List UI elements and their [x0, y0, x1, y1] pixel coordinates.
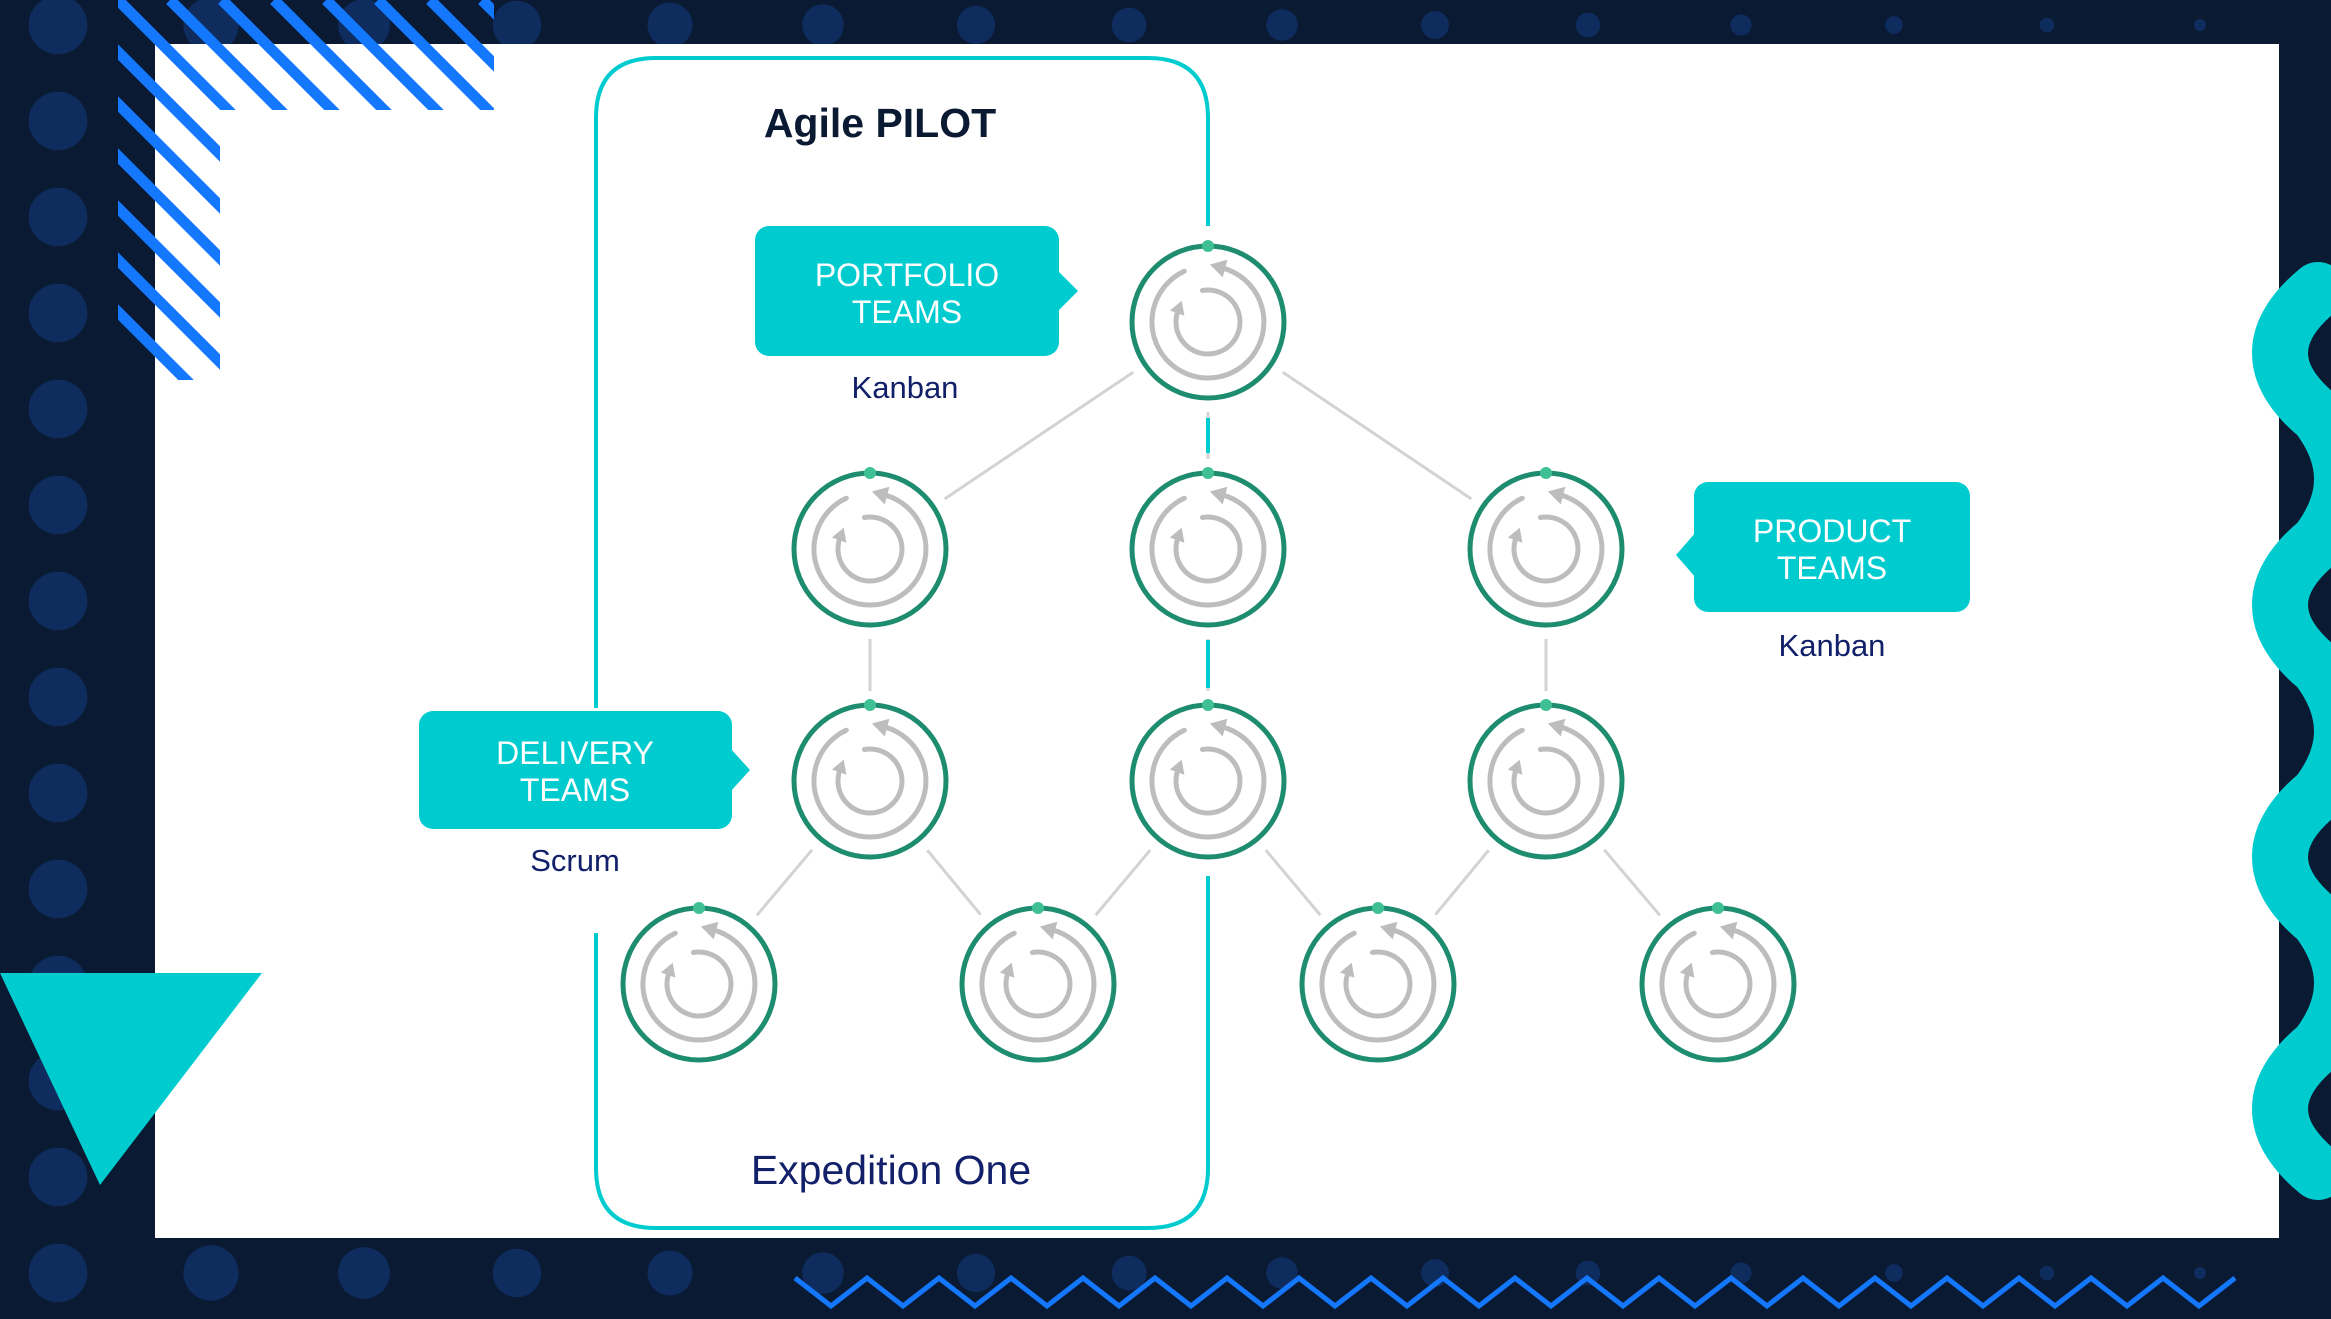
triangle-decoration [0, 973, 262, 1185]
team-node-b3 [1299, 902, 1457, 1063]
agile-cycle-icon [1659, 921, 1777, 1043]
background-dot [338, 1247, 390, 1299]
background-dot [28, 763, 88, 823]
background-dot [28, 475, 88, 535]
expedition-label: Expedition One [751, 1147, 1031, 1193]
content-panel [155, 44, 2279, 1238]
connector-line [926, 849, 982, 916]
callout-product-line2: TEAMS [1777, 550, 1887, 586]
background-dot [647, 1250, 693, 1296]
background-dot [28, 379, 88, 439]
agile-cycle-icon [1487, 718, 1605, 840]
connector-lines [755, 370, 1661, 917]
callout-portfolio-line1: PORTFOLIO [815, 257, 999, 293]
callout-portfolio-teams: PORTFOLIO TEAMS Kanban [755, 226, 1078, 405]
connector-line [1434, 849, 1490, 916]
background-dot [28, 0, 88, 55]
background-dot [956, 5, 996, 45]
background-dot [28, 571, 88, 631]
team-nodes [620, 240, 1797, 1063]
agile-cycle-icon [811, 718, 929, 840]
background-dot [28, 1147, 88, 1207]
background-dot [338, 0, 390, 51]
background-dot [492, 1248, 542, 1298]
team-node-l2 [791, 699, 949, 860]
agile-cycle-icon [1487, 486, 1605, 608]
callout-portfolio-method: Kanban [852, 370, 959, 405]
agile-cycle-icon [979, 921, 1097, 1043]
background-dot [1266, 9, 1298, 41]
agile-cycle-icon [640, 921, 758, 1043]
background-dot [1575, 12, 1601, 38]
connector-line [1264, 849, 1322, 916]
connector-line [943, 370, 1135, 501]
stripe-line [118, 0, 282, 380]
background-dot [647, 2, 693, 48]
team-node-m1 [1129, 467, 1287, 628]
callout-product-line1: PRODUCT [1753, 513, 1911, 549]
team-node-top [1129, 240, 1287, 401]
background-dot [802, 1252, 844, 1294]
background-dot [1111, 7, 1147, 43]
connector-line [1281, 370, 1473, 501]
background-dot [1421, 11, 1449, 39]
callout-delivery-line2: TEAMS [520, 772, 630, 808]
team-node-m2 [1129, 699, 1287, 860]
connector-line [755, 848, 814, 917]
agile-cycle-icon [1149, 718, 1267, 840]
callout-product-teams: PRODUCT TEAMS Kanban [1676, 482, 1970, 663]
stripe-line [374, 0, 494, 380]
wave-decoration [2252, 262, 2331, 1200]
background-dot [1111, 1255, 1147, 1291]
callout-portfolio-line2: TEAMS [852, 294, 962, 330]
background-dot [492, 0, 542, 50]
callout-delivery-method: Scrum [530, 843, 620, 878]
background-dot [28, 667, 88, 727]
agile-cycle-icon [1319, 921, 1437, 1043]
background-dot [1885, 1264, 1903, 1282]
connector-line [1094, 849, 1152, 916]
background-dot [2039, 1265, 2055, 1281]
team-node-b2 [959, 902, 1117, 1063]
team-node-l1 [791, 467, 949, 628]
background-dot [1730, 1262, 1752, 1284]
background-dot [2039, 17, 2055, 33]
background-dot [802, 4, 844, 46]
background-dot [956, 1253, 996, 1293]
agile-cycle-icon [1149, 486, 1267, 608]
background-dot [28, 283, 88, 343]
background-dot [28, 91, 88, 151]
expedition-boundary [594, 56, 1210, 1230]
background-dot [2194, 19, 2206, 31]
background-dot [28, 187, 88, 247]
background-dot [1266, 1257, 1298, 1289]
callout-delivery-line1: DELIVERY [496, 735, 654, 771]
agile-cycle-icon [1149, 259, 1267, 381]
team-node-r2 [1467, 699, 1625, 860]
background-dot [1730, 14, 1752, 36]
team-node-r1 [1467, 467, 1625, 628]
background-dot [183, 1245, 239, 1301]
background-dot [183, 0, 239, 53]
team-node-b1 [620, 902, 778, 1063]
agile-cycle-icon [811, 486, 929, 608]
background-dot [1885, 16, 1903, 34]
callout-delivery-teams: DELIVERY TEAMS Scrum [419, 711, 750, 878]
background-dot [28, 859, 88, 919]
stripe-line [118, 0, 230, 380]
diagram-title: Agile PILOT [764, 100, 996, 146]
background-dot [2194, 1267, 2206, 1279]
team-node-b4 [1639, 902, 1797, 1063]
zigzag-decoration [793, 1274, 2237, 1310]
connector-line [1603, 848, 1661, 917]
stripe-line [322, 0, 494, 380]
callout-product-method: Kanban [1779, 628, 1886, 663]
background-dot [28, 1243, 88, 1303]
